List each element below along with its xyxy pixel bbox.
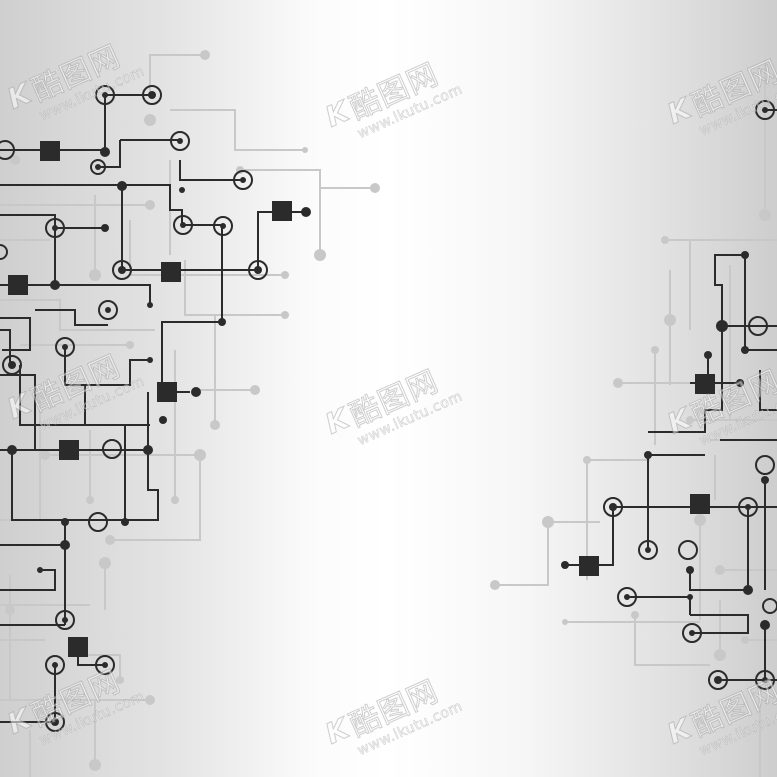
right-dot-centers — [609, 107, 768, 684]
left-light-nodes — [5, 50, 380, 771]
left-chip-squares — [8, 141, 292, 657]
right-light-nodes — [490, 209, 771, 661]
right-dark-nodes — [561, 251, 770, 630]
left-dot-centers — [8, 91, 262, 726]
right-ring-nodes — [603, 100, 777, 690]
left-light-traces — [0, 54, 375, 777]
left-ring-nodes — [0, 85, 268, 732]
right-light-traces — [495, 60, 777, 777]
right-chip-squares — [579, 374, 715, 576]
left-dark-nodes — [7, 147, 311, 573]
